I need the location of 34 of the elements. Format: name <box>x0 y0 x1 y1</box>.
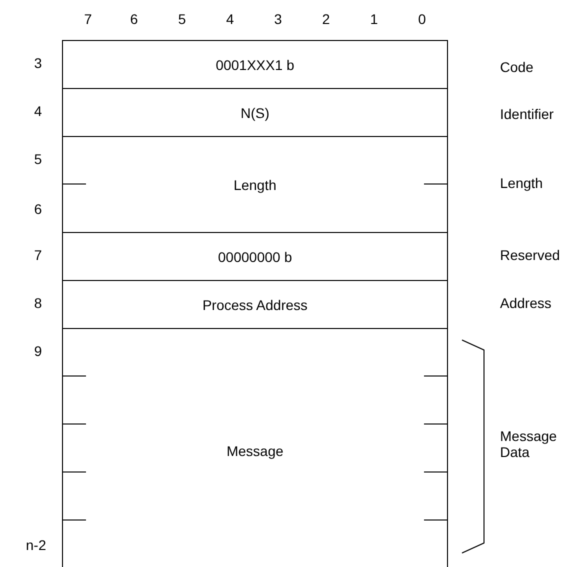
field-row <box>62 232 448 281</box>
bit-number: 1 <box>369 11 379 27</box>
field-row <box>62 136 448 233</box>
bit-number: 4 <box>225 11 235 27</box>
byte-number: 5 <box>33 151 43 167</box>
field-label: Code <box>500 59 534 75</box>
field-label: Message Data <box>500 428 558 460</box>
field-name: N(S) <box>240 104 270 120</box>
field-name: 0001XXX1 b <box>216 56 294 72</box>
byte-number: 8 <box>33 295 43 311</box>
field-row <box>62 88 448 137</box>
field-row <box>62 328 448 567</box>
byte-number: 9 <box>33 343 43 359</box>
bit-number: 6 <box>129 11 139 27</box>
bit-number: 0 <box>417 11 427 27</box>
field-label: Reserved <box>500 247 560 263</box>
field-row <box>62 280 448 329</box>
field-row <box>62 40 448 89</box>
byte-number: 7 <box>33 247 43 263</box>
bit-number: 3 <box>273 11 283 27</box>
field-name: 00000000 b <box>218 248 292 264</box>
byte-number: 4 <box>33 103 43 119</box>
bit-number: 5 <box>177 11 187 27</box>
bit-number: 7 <box>83 11 93 27</box>
field-label: Identifier <box>500 106 554 122</box>
byte-number: 3 <box>33 55 43 71</box>
bit-number: 2 <box>321 11 331 27</box>
field-label: Address <box>500 295 552 311</box>
field-name: Length <box>234 176 276 192</box>
field-label: Length <box>500 175 543 191</box>
byte-number: n-2 <box>24 537 48 553</box>
byte-number: 6 <box>33 201 43 217</box>
field-name: Process Address <box>202 296 308 312</box>
field-name: Message <box>226 443 284 459</box>
